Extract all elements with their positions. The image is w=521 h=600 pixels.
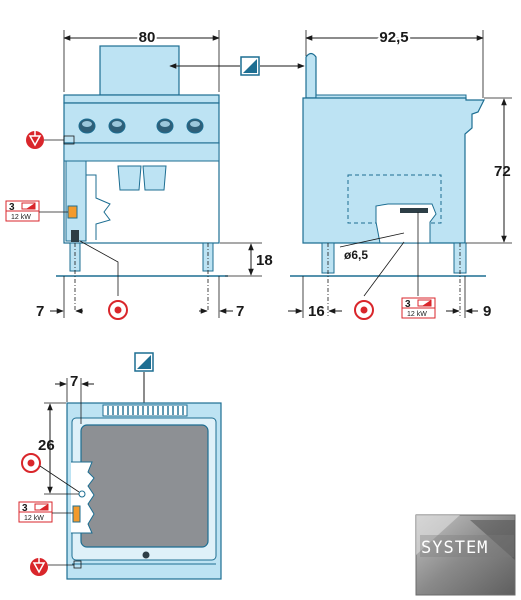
svg-text:12 kW: 12 kW [407, 311, 427, 318]
svg-text:3: 3 [22, 503, 28, 514]
drain-hole [142, 551, 150, 559]
top-connection-box [72, 505, 81, 523]
front-backsplash [99, 45, 180, 96]
top-side-offset-label: 26 [38, 437, 55, 454]
exhaust-icon [134, 352, 154, 411]
power-rating-badge: 3 12 kW [401, 297, 436, 319]
drip-tray [117, 165, 142, 191]
side-depth-label: 92,5 [379, 29, 408, 46]
exhaust-connector [169, 56, 305, 76]
top-view: 7 26 3 12 kW [18, 352, 222, 580]
logo-text: SYSTEM [421, 538, 488, 558]
side-left-offset-label: 16 [308, 303, 325, 320]
side-view: 92,5 72 ø6,5 16 [288, 27, 512, 320]
svg-text:12 kW: 12 kW [24, 515, 44, 522]
drip-tray [142, 165, 167, 191]
svg-text:12 kW: 12 kW [11, 214, 31, 221]
power-rating-badge: 3 12 kW [5, 200, 40, 222]
side-connection-box [400, 208, 428, 213]
front-top-edge [63, 94, 220, 104]
side-backsplash [305, 52, 317, 99]
side-right-offset-label: 9 [483, 303, 491, 320]
power-rating-badge: 3 12 kW [18, 501, 53, 523]
leg [202, 242, 214, 272]
gas-connection-icon [108, 300, 128, 320]
height-label: 72 [494, 163, 511, 180]
top-left-offset-label: 7 [70, 373, 78, 390]
leg-height-label: 18 [256, 252, 273, 269]
front-right-offset-label: 7 [236, 303, 244, 320]
equipotential-icon [30, 558, 48, 576]
equipotential-icon [26, 131, 44, 149]
gas-connection-icon [354, 300, 374, 320]
gas-connection-icon [21, 453, 41, 473]
knob-icon [78, 118, 96, 134]
pipe-diameter-label: ø6,5 [344, 248, 368, 262]
svg-text:3: 3 [9, 202, 15, 213]
leg [69, 242, 81, 272]
front-width-label: 80 [139, 29, 156, 46]
knob-icon [186, 118, 204, 134]
knob-icon [156, 118, 174, 134]
flue-grill [102, 404, 188, 417]
griddle-plate [80, 424, 209, 548]
system-logo: SYSTEM [415, 514, 516, 596]
front-view: 80 [5, 27, 273, 320]
knob-icon [108, 118, 126, 134]
front-connection-box [67, 205, 78, 219]
front-left-offset-label: 7 [36, 303, 44, 320]
svg-text:3: 3 [405, 299, 411, 310]
